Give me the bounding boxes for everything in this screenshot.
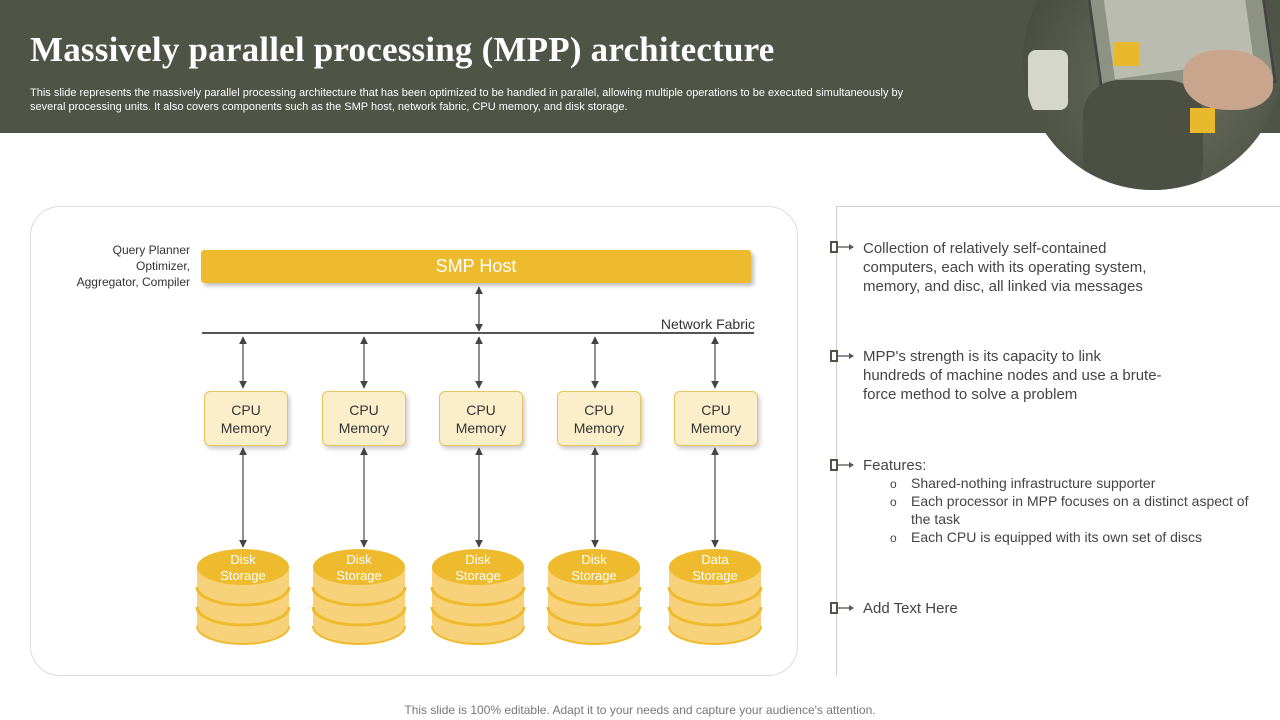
disk-cylinder-icon bbox=[311, 549, 407, 645]
accent-square bbox=[1190, 108, 1215, 133]
sub-bullet-icon: o bbox=[890, 531, 897, 545]
bullet-arrow-icon bbox=[830, 459, 854, 471]
network-fabric-label: Network Fabric bbox=[660, 316, 755, 332]
cpu-memory-box: CPU Memory bbox=[557, 391, 641, 446]
cpu-memory-box: CPU Memory bbox=[322, 391, 406, 446]
cpu-memory-box: CPU Memory bbox=[204, 391, 288, 446]
disk-cylinder-icon bbox=[195, 549, 291, 645]
features-heading: Features: bbox=[863, 457, 927, 474]
cpu-memory-box: CPU Memory bbox=[674, 391, 758, 446]
disk-cylinder-icon bbox=[430, 549, 526, 645]
sub-bullet-icon: o bbox=[890, 477, 897, 491]
disk-storage-label: Disk Storage bbox=[571, 552, 617, 583]
data-storage-label: Data Storage bbox=[692, 552, 738, 583]
footer-note: This slide is 100% editable. Adapt it to… bbox=[404, 703, 876, 717]
divider-vertical bbox=[836, 206, 837, 676]
divider-horizontal bbox=[836, 206, 1280, 207]
bullet-arrow-icon bbox=[830, 602, 854, 614]
point-text: Add Text Here bbox=[863, 600, 958, 617]
disk-storage-label: Disk Storage bbox=[220, 552, 266, 583]
point-text: Collection of relatively self-contained … bbox=[863, 240, 1147, 295]
slide-title: Massively parallel processing (MPP) arch… bbox=[30, 30, 775, 69]
bullet-arrow-icon bbox=[830, 241, 854, 253]
host-note: Query Planner Optimizer, Aggregator, Com… bbox=[76, 243, 190, 289]
disk-cylinder-icon bbox=[546, 549, 642, 645]
cpu-memory-box: CPU Memory bbox=[439, 391, 523, 446]
bullet-arrow-icon bbox=[830, 350, 854, 362]
disk-cylinder-icon bbox=[667, 549, 763, 645]
disk-storage-label: Disk Storage bbox=[455, 552, 501, 583]
accent-square bbox=[1114, 42, 1139, 66]
point-text: MPP's strength is its capacity to link h… bbox=[863, 348, 1162, 403]
smp-host-box: SMP Host bbox=[201, 250, 751, 283]
sub-bullet-icon: o bbox=[890, 495, 897, 509]
disk-storage-label: Disk Storage bbox=[336, 552, 382, 583]
slide-subtitle: This slide represents the massively para… bbox=[30, 87, 904, 113]
